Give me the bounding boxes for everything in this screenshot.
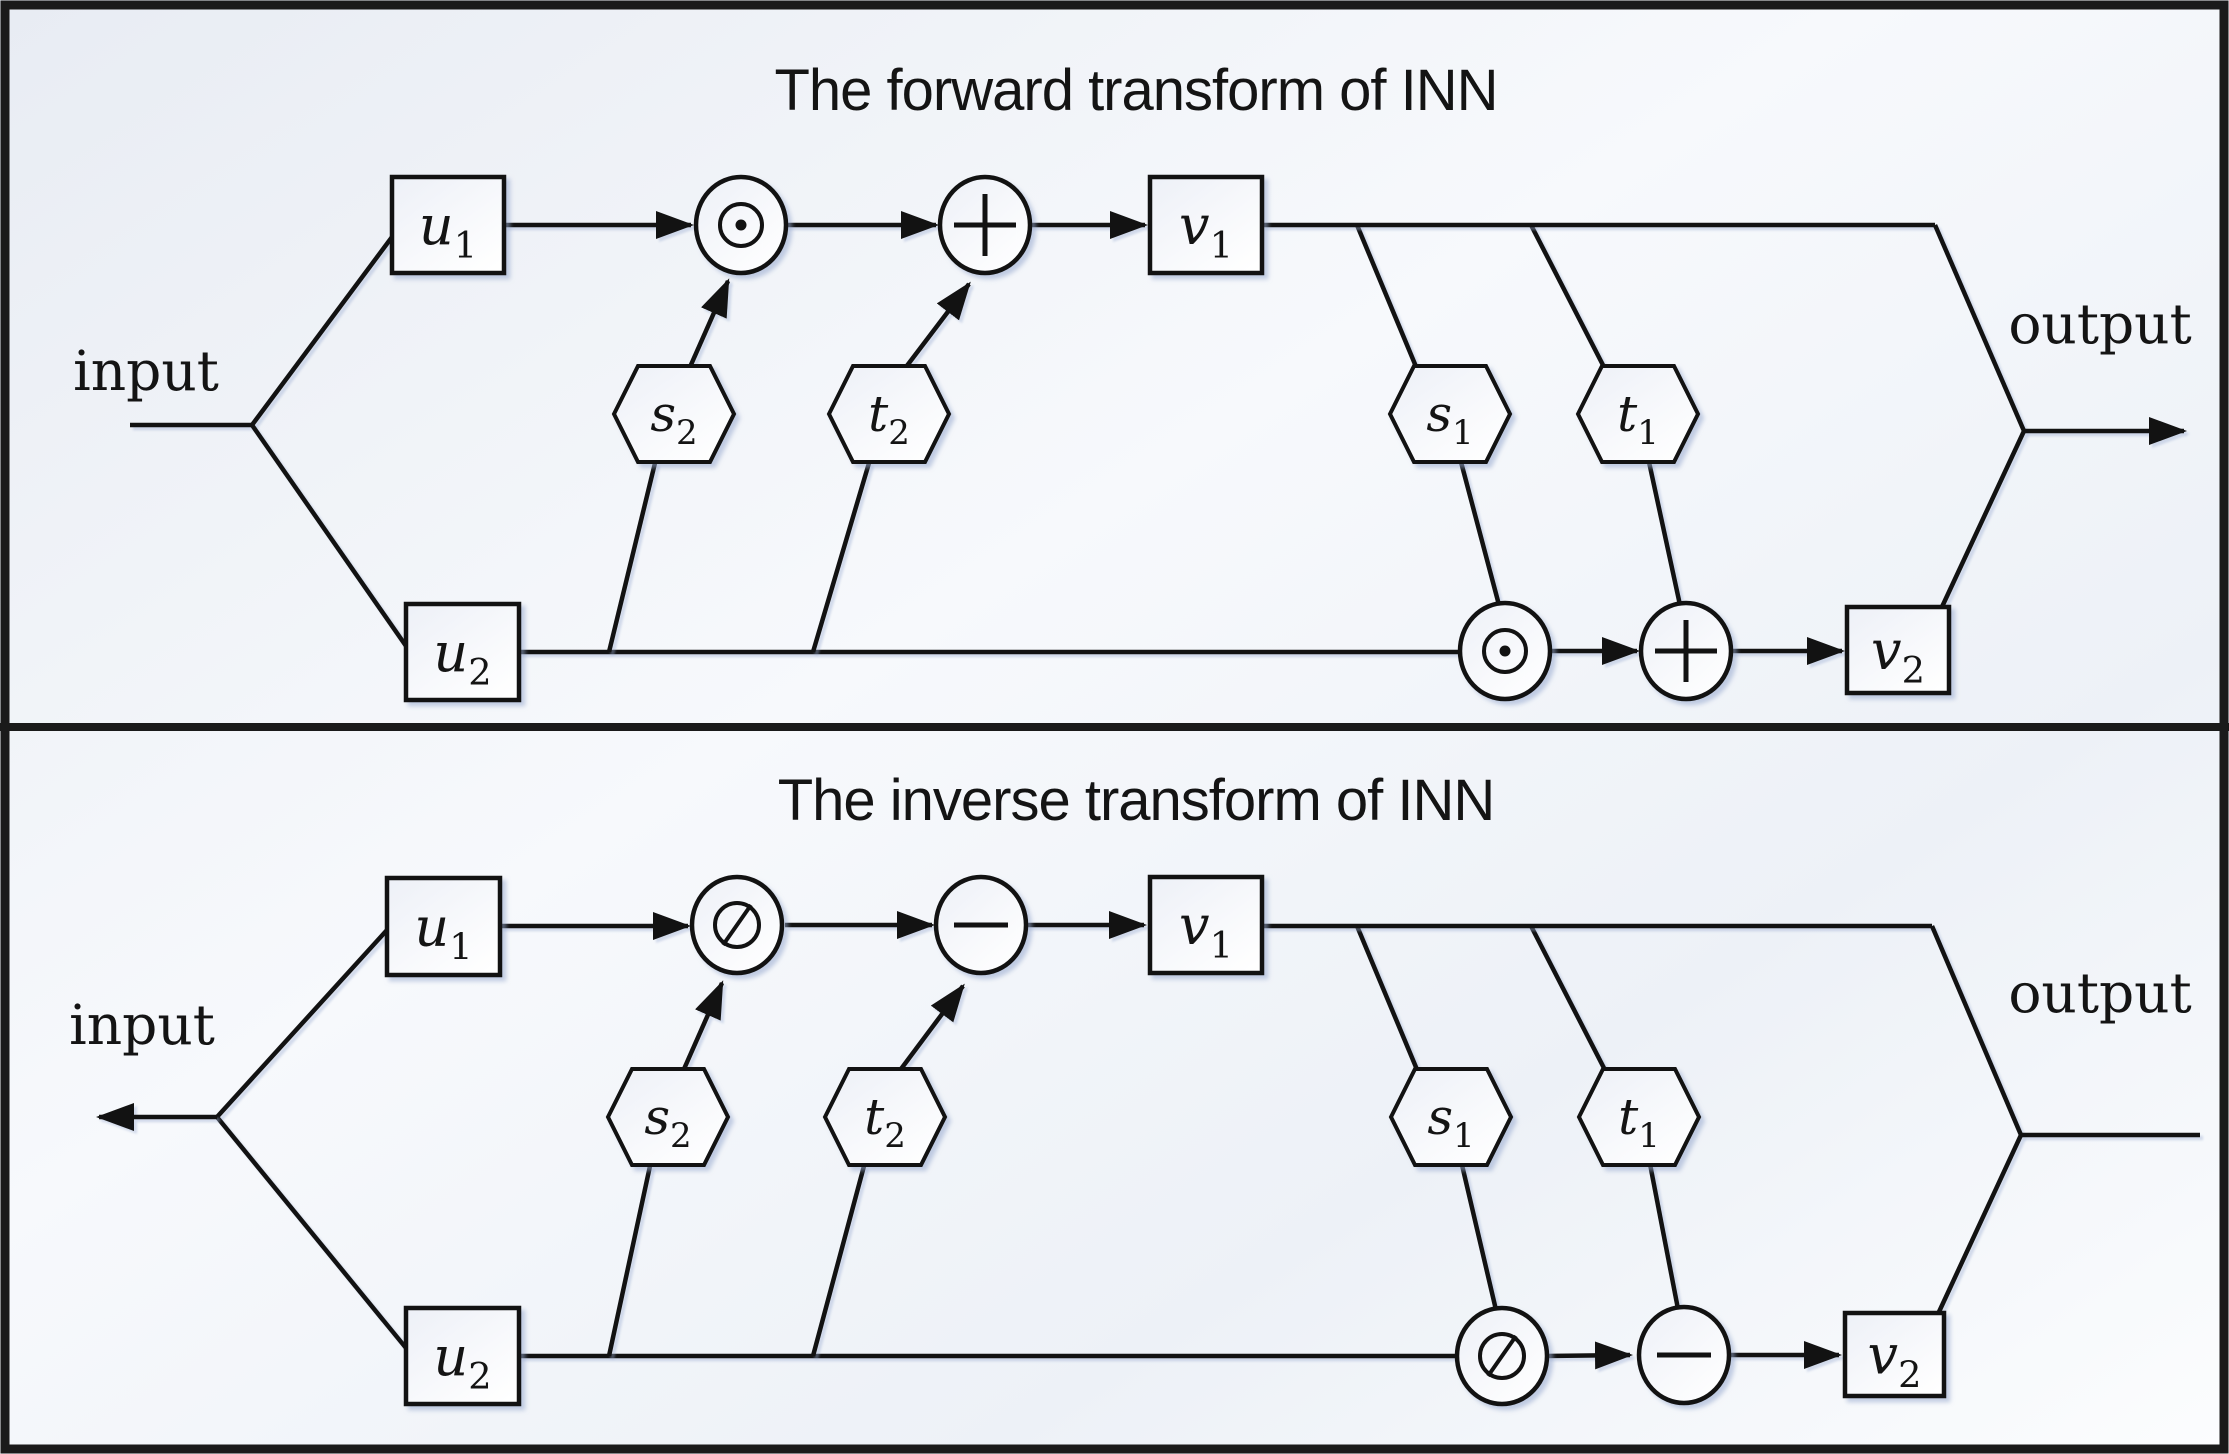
inverse-box-v1-label: v1 [1179,894,1233,967]
inverse-operator-oslash-bop1-symbol-slash [1486,1334,1518,1378]
forward-connector-line-7 [1528,223,1608,371]
forward-connector-line-2 [250,423,408,648]
forward-connector-line-6 [1354,224,1420,370]
forward-box-u2 [403,601,522,703]
inverse-operator-oslash-op1-symbol-slash [721,903,753,947]
forward-connector-line-5 [810,462,872,653]
inverse-connector-line-0 [215,928,389,1119]
forward-hexagon-t1 [1575,364,1701,464]
inverse-connector-line-1 [215,1115,408,1350]
inverse-connector-line-8 [1647,1163,1681,1310]
forward-hexagon-s1-label: s1 [1426,385,1473,453]
forward-box-v2-label: v2 [1871,619,1925,692]
forward-operator-odot-op1-symbol-dot [735,219,747,231]
inverse-hexagon-s1-label: s1 [1427,1088,1474,1156]
forward-box-u1-label: u1 [419,194,477,267]
inverse-arrow-line-3 [1545,1341,1633,1370]
inverse-connector-line-11 [1935,1134,2024,1315]
forward-connector-line-12 [1938,430,2027,610]
inverse-connector-line-10 [1929,925,2024,1136]
inverse-operator-oslash-op1-symbol-circle [713,901,761,949]
forward-title: The forward transform of INN [775,58,1498,123]
inverse-connector-line-5 [1354,925,1421,1073]
inverse-connector-line-4 [810,1165,867,1357]
forward-output-label: output [2008,292,2191,356]
inverse-box-u2-label: u2 [433,1325,491,1398]
inverse-box-v2-label: v2 [1868,1324,1922,1397]
inverse-operator-oslash-bop1-symbol-circle [1478,1332,1526,1380]
forward-hexagon-t2-label: t2 [868,385,910,453]
forward-connector-line-8 [1458,461,1502,606]
inverse-box-v2 [1842,1310,1947,1399]
panel-inverse: The inverse transform of INN u1 u2 v1 v2 s2 t2… [69,768,2200,1407]
inverse-hexagon-t1 [1576,1067,1702,1167]
forward-box-v1-label: v1 [1179,194,1233,267]
inverse-hexagon-s1 [1388,1067,1514,1167]
inverse-hexagon-t2 [822,1067,948,1167]
forward-box-u1 [389,174,507,276]
forward-box-v1 [1147,174,1265,276]
forward-hexagon-s2-label: s2 [650,385,697,453]
inverse-connector-line-3 [606,1165,653,1357]
inverse-box-u1 [384,875,503,978]
forward-connector-line-9 [1646,461,1683,606]
inverse-hexagon-t1-label: t1 [1618,1088,1660,1156]
inverse-input-label: input [69,993,215,1057]
inverse-title: The inverse transform of INN [778,768,1495,833]
inverse-output-label: output [2008,961,2191,1025]
forward-arrow-line-6 [904,281,971,369]
inverse-hexagon-t2-label: t2 [864,1088,906,1156]
inverse-connector-line-7 [1459,1164,1499,1311]
forward-box-v2 [1844,604,1952,696]
forward-operator-odot-op1-symbol-circle [718,202,764,248]
forward-connector-line-4 [606,462,658,653]
forward-hexagon-s1 [1387,364,1513,464]
panel-forward: The forward transform of INN u1 u2 v1 v2 s2 t2… [73,58,2192,703]
forward-hexagon-t1-label: t1 [1617,385,1659,453]
inverse-connector-line-6 [1528,924,1609,1074]
forward-input-label: input [73,339,219,403]
forward-hexagon-t2 [826,364,952,464]
inverse-hexagon-s2 [605,1067,731,1167]
inverse-hexagon-s2-label: s2 [644,1088,691,1156]
forward-operator-odot-bop1-symbol-circle [1482,628,1528,674]
inverse-arrow-line-6 [899,983,965,1071]
forward-connector-line-1 [250,235,394,427]
inverse-box-u1-label: u1 [414,896,472,969]
inverse-box-u2 [403,1305,522,1407]
forward-box-u2-label: u2 [433,621,491,694]
forward-connector-line-11 [1932,224,2027,432]
forward-hexagon-s2 [611,364,737,464]
inverse-arrow-line-5 [681,980,725,1070]
forward-arrow-line-5 [687,278,731,368]
inverse-box-v1 [1147,874,1265,976]
forward-operator-odot-bop1-symbol-dot [1499,645,1511,657]
